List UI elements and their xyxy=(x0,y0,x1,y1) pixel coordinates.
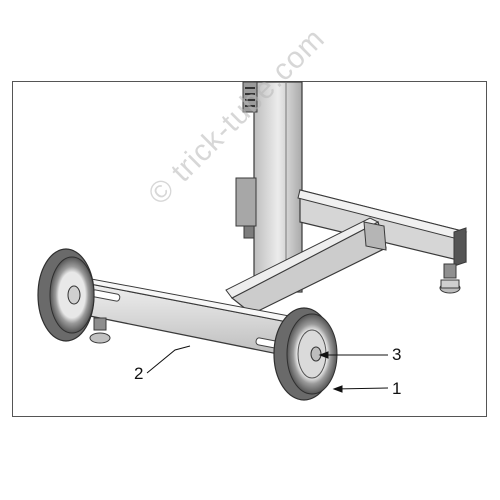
wheel-axle xyxy=(310,346,322,362)
vertical-column xyxy=(235,81,303,293)
figure-frame xyxy=(12,81,487,417)
callout-2: 2 xyxy=(134,364,144,383)
callout-1: 1 xyxy=(392,379,402,398)
callout-leaders xyxy=(146,345,389,393)
center-strut xyxy=(225,217,387,315)
left-wheel xyxy=(37,248,95,342)
callout-3: 3 xyxy=(392,345,402,364)
